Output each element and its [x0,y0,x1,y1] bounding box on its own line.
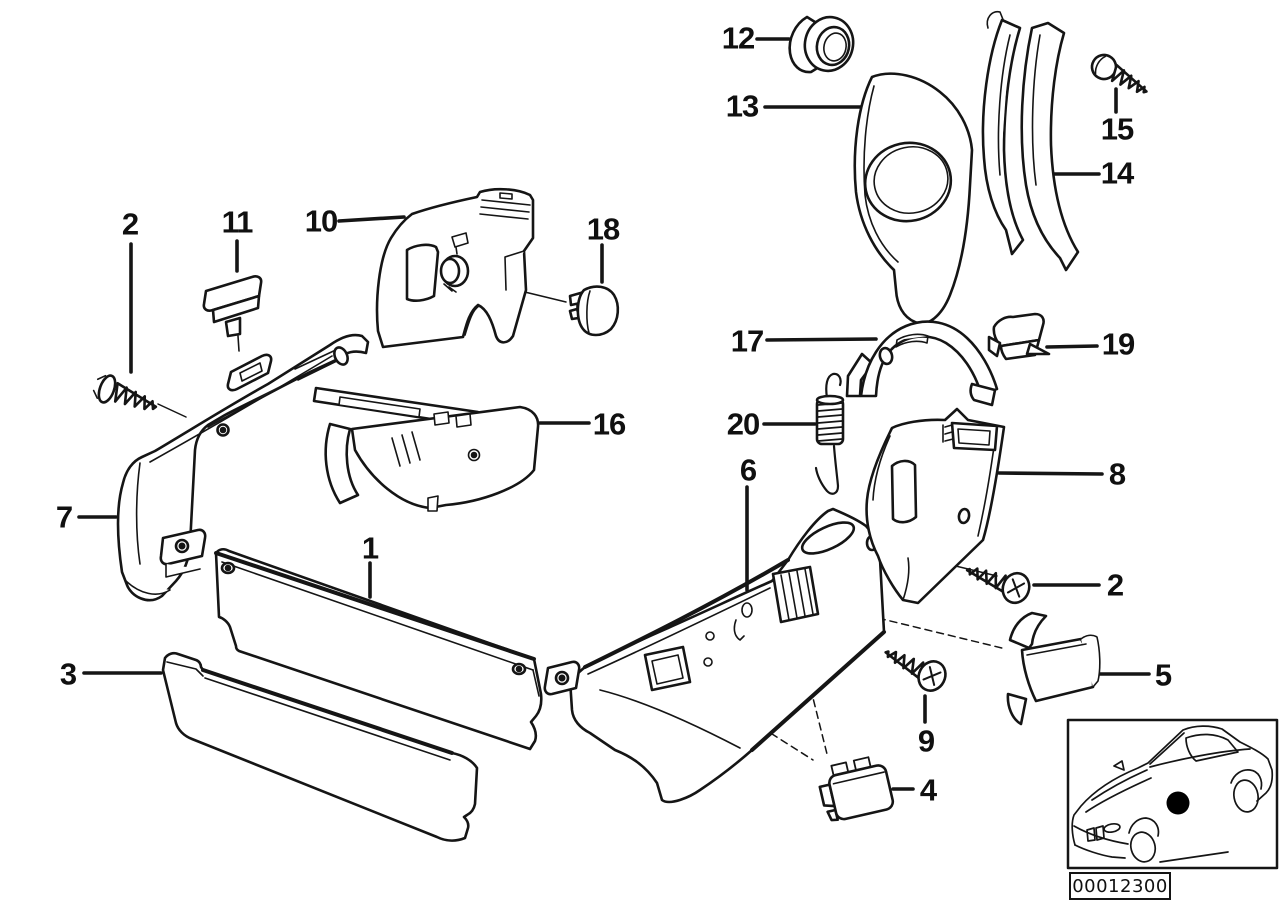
screw-2-right [965,567,1031,605]
callout-19[interactable]: 19 [1101,326,1135,362]
part-14-trim-strips [981,10,1080,272]
part-8-backrest-side-trim [865,407,1006,605]
part-1-panel [214,547,543,751]
part-5-corner-cap [1006,611,1101,726]
leader-lines [77,37,1151,791]
part-3-panel [161,651,479,842]
callout-6[interactable]: 6 [739,452,757,488]
callout-17[interactable]: 17 [730,323,764,359]
car-outline [1071,725,1274,863]
callout-5[interactable]: 5 [1154,657,1172,693]
screw-15 [1090,53,1148,94]
part-20-spring [814,372,845,495]
callout-4[interactable]: 4 [919,772,937,808]
callout-18[interactable]: 18 [586,211,620,247]
callout-8[interactable]: 8 [1108,456,1126,492]
figure-code-box: 00012300 [1069,872,1171,900]
part-16-cover [312,386,540,512]
part-6-side-panel [543,507,886,804]
callout-15[interactable]: 15 [1100,111,1134,147]
callout-2-right[interactable]: 2 [1106,567,1124,603]
part-11-cap [202,275,263,352]
car-locator-inset [1066,718,1279,870]
screw-2-left [92,374,158,411]
callout-13[interactable]: 13 [725,88,759,124]
callout-12[interactable]: 12 [721,20,755,56]
part-10-backrest-trim [375,187,535,349]
part-13-speaker-panel [853,72,974,325]
part-17-guide-arc [845,320,999,407]
part-7-lower-trim-left [116,333,370,602]
callout-2-left[interactable]: 2 [121,206,139,242]
callout-11[interactable]: 11 [221,204,254,240]
figure-code: 00012300 [1072,875,1168,897]
callout-1[interactable]: 1 [361,530,379,566]
seat-location-dot [1166,791,1190,815]
part-19-clip [987,312,1051,361]
callout-3[interactable]: 3 [59,656,77,692]
callout-10[interactable]: 10 [304,203,338,239]
callout-16[interactable]: 16 [592,406,626,442]
callout-9[interactable]: 9 [917,723,935,759]
part-12-grommet [788,15,855,74]
callout-14[interactable]: 14 [1100,155,1134,191]
part-4-cap [818,756,895,822]
part-18-cap [568,285,620,337]
callout-7[interactable]: 7 [55,499,73,535]
screw-9 [884,650,947,692]
callout-20[interactable]: 20 [726,406,760,442]
